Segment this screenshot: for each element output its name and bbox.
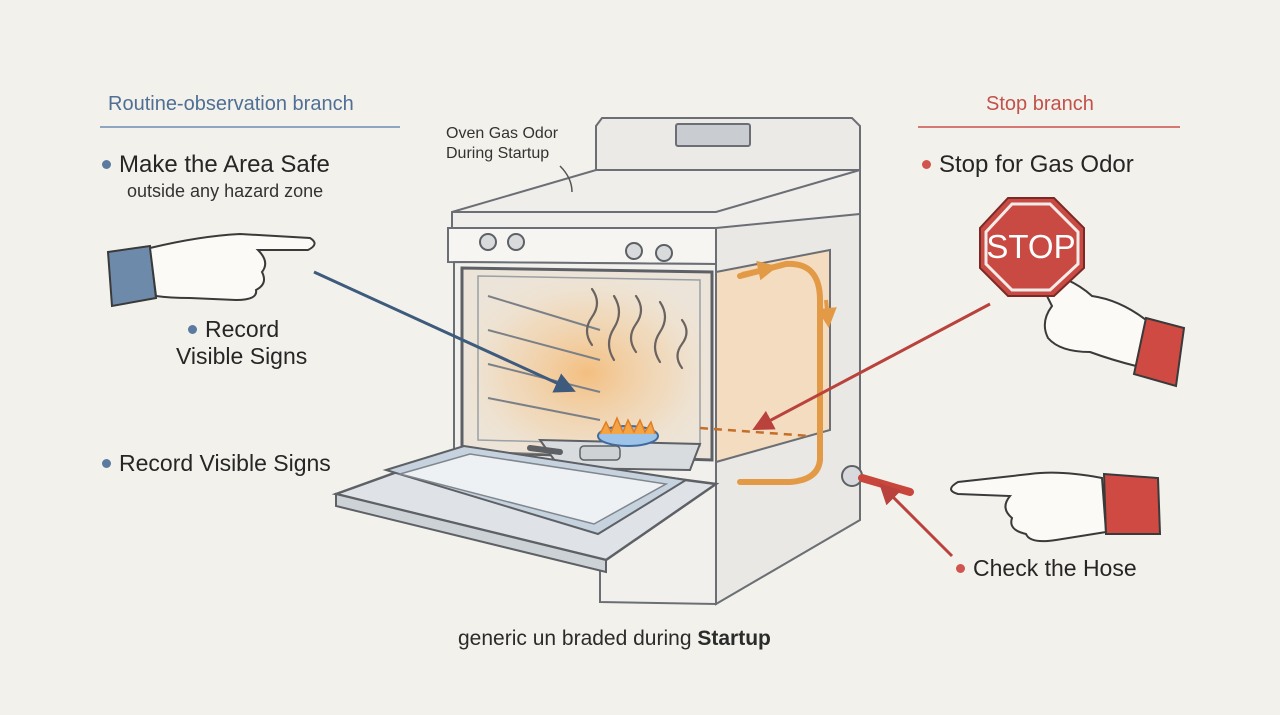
make-area-safe-subtitle: outside any hazard zone (127, 181, 324, 201)
bullet-dot (956, 564, 965, 573)
record-label-line1: Record (205, 316, 280, 342)
check-hose-item: Check the Hose (956, 555, 1137, 582)
stop-branch-title: Stop branch (986, 93, 1094, 115)
bullet-dot (922, 160, 931, 169)
heat-wave-icon (585, 287, 688, 370)
gas-burner-icon (527, 416, 702, 472)
caption-prefix: generic un braded during (458, 627, 698, 650)
bullet-dot (102, 160, 111, 169)
record-visible-signs-item-2: Record Visible Signs (102, 450, 331, 477)
stop-branch-rule (918, 126, 1180, 128)
oven-door (331, 444, 720, 574)
stop-for-gas-odor-item: Stop for Gas Odor (922, 151, 1134, 179)
blue-connector-arrow (313, 270, 576, 393)
make-area-safe-item: Make the Area Safe (102, 151, 330, 179)
routine-branch-rule (100, 126, 400, 128)
red-connector-arrow (752, 302, 991, 430)
make-area-safe-label: Make the Area Safe (119, 151, 330, 178)
check-hose-label: Check the Hose (973, 555, 1137, 581)
red-connector-arrow (879, 483, 954, 558)
oven-cavity (460, 248, 831, 464)
caption-bold: Startup (697, 627, 771, 650)
stop-sign-label: STOP (986, 228, 1075, 265)
routine-branch-title: Routine-observation branch (108, 93, 354, 115)
pointing-hand-icon (1032, 268, 1186, 388)
record-visible-signs-label: Record Visible Signs (119, 450, 331, 476)
callout-line1: Oven Gas Odor (446, 125, 559, 142)
bullet-dot (102, 459, 111, 468)
pointing-hand-icon (950, 471, 1162, 543)
record-label-line2: Visible Signs (176, 343, 308, 369)
gas-flow-path (737, 260, 823, 485)
control-knobs (479, 233, 673, 262)
callout-line2: During Startup (446, 145, 550, 162)
callout-leader (559, 165, 573, 193)
stop-sign-icon (979, 197, 1085, 297)
bullet-dot (188, 325, 197, 334)
stop-for-gas-odor-label: Stop for Gas Odor (939, 151, 1134, 178)
diagram-caption: generic un braded during Startup (458, 627, 771, 651)
record-visible-signs-item: Record (188, 316, 279, 343)
pointing-hand-icon (106, 232, 316, 308)
flow-arrows (741, 260, 837, 328)
oven-callout: Oven Gas Odor During Startup (446, 124, 558, 164)
